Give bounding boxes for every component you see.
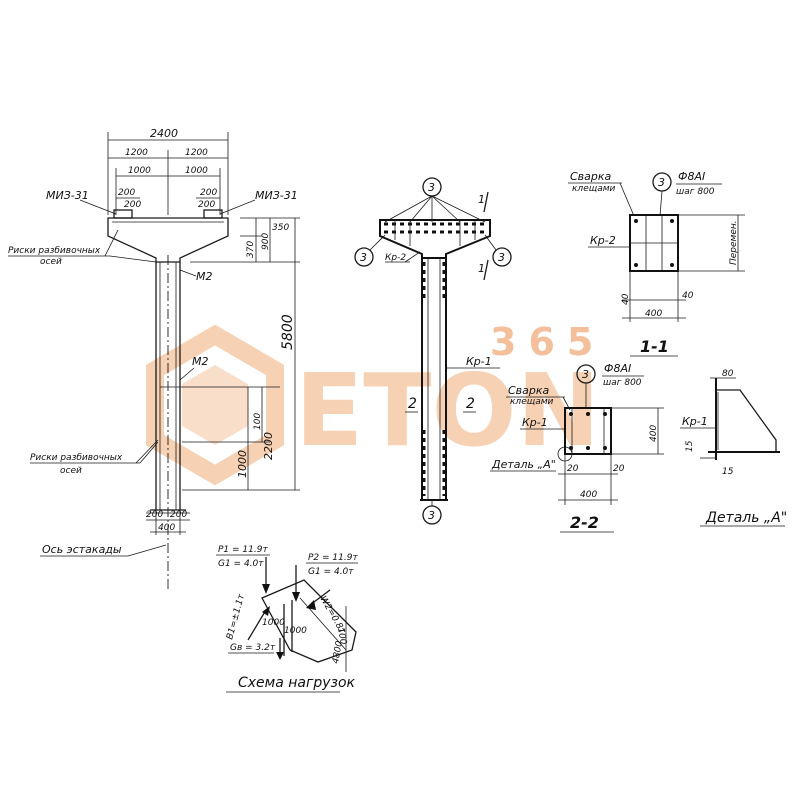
callout-3-right: 3 <box>498 251 505 264</box>
dim-20-b-22: 20 <box>613 464 625 474</box>
dim-370: 370 <box>246 241 256 258</box>
load-g2: G1 = 4.0т <box>308 567 354 577</box>
dim-1000-a-ls: 1000 <box>262 618 285 628</box>
column-elevation: 2400 1200 1200 1000 1000 200 200 200 200… <box>8 127 300 590</box>
dim-20-a-22: 20 <box>567 464 579 474</box>
dim-15-b-da: 15 <box>722 467 734 477</box>
bar-2-left: 2 <box>408 396 417 412</box>
dim-1000-left: 1000 <box>128 166 151 176</box>
load-scheme-title: Схема нагрузок <box>238 675 356 691</box>
detail-ref-22: Деталь „А" <box>491 458 556 471</box>
dim-100-ls: 100 <box>335 627 348 646</box>
load-p1: P1 = 11.9т <box>218 545 268 555</box>
load-gb: Gв = 3.2т <box>230 643 276 653</box>
kr1-label-22: Кр-1 <box>522 416 548 429</box>
side-note-11: Перемен. <box>729 220 739 265</box>
callout-3-22: 3 <box>582 368 589 381</box>
section-2-2: 3 Ф8АI шаг 800 Сварка клещами Кр-1 400 2… <box>490 362 664 533</box>
callout-3-left: 3 <box>360 251 367 264</box>
dim-400-v-22: 400 <box>649 425 659 442</box>
dim-80-da: 80 <box>722 369 734 379</box>
weld-label2-22: клещами <box>510 397 554 407</box>
kr1-label-da: Кр-1 <box>682 415 708 428</box>
dim-1200-right: 1200 <box>185 148 208 158</box>
watermark-brand: ETON <box>295 352 600 469</box>
section-mark-1-top: 1 <box>478 193 485 206</box>
dim-1000: 1000 <box>236 450 249 478</box>
dim-200-a: 200 <box>118 188 135 198</box>
bar-spec-11: Ф8АI <box>678 170 705 183</box>
dim-1200-left: 1200 <box>125 148 148 158</box>
watermark-logo-icon <box>146 324 284 486</box>
section-1-1: Сварка клещами 3 Ф8АI шаг 800 Кр-2 Перем… <box>568 170 745 357</box>
dim-base-200b: 200 <box>170 510 187 520</box>
detail-a: 80 Кр-1 15 15 Деталь „А" <box>680 369 787 527</box>
dim-1000-b-ls: 1000 <box>284 626 307 636</box>
rebar-cage: 3 3 3 Кр-2 1 1 Кр-1 2 2 3 <box>354 177 512 525</box>
load-scheme: P1 = 11.9т G1 = 4.0т P2 = 11.9т G1 = 4.0… <box>216 545 358 693</box>
weld-label-11: Сварка <box>570 170 612 183</box>
embed-right-label: МИЗ-31 <box>255 189 298 202</box>
marks-label-2: Риски разбивочных <box>30 453 123 463</box>
dim-400-11: 400 <box>645 309 662 319</box>
dim-900: 900 <box>261 233 271 250</box>
dim-40-a-11: 40 <box>621 293 631 305</box>
section-title-11: 1-1 <box>640 337 669 356</box>
bar-step-22: шаг 800 <box>603 378 642 388</box>
bar-spec-22: Ф8АI <box>604 362 631 375</box>
watermark-number: 365 <box>490 320 605 364</box>
dim-400-h-22: 400 <box>580 490 597 500</box>
kr1-label: Кр-1 <box>466 355 492 368</box>
bar-2-right: 2 <box>466 396 475 412</box>
bar-step-11: шаг 800 <box>676 187 715 197</box>
marks-label-2b: осей <box>60 466 82 476</box>
watermark: ETON 365 <box>146 320 605 486</box>
embed-left-label: МИЗ-31 <box>46 189 89 202</box>
dim-100: 100 <box>253 413 263 430</box>
weld-label-22: Сварка <box>508 384 550 397</box>
dim-40-b-11: 40 <box>682 291 694 301</box>
dim-350: 350 <box>272 223 289 233</box>
section-mark-1-bottom: 1 <box>478 262 485 275</box>
dim-4800-ls: 4800 <box>331 640 345 665</box>
load-p2: P2 = 11.9т <box>308 553 358 563</box>
axis-label: Ось эстакады <box>42 543 122 556</box>
weld-label2-11: клещами <box>572 184 616 194</box>
load-b: B1=±1.1т <box>225 593 247 641</box>
callout-3-bottom: 3 <box>428 509 435 522</box>
dim-base-200a: 200 <box>146 510 163 520</box>
marks-label-1: Риски разбивочных <box>8 246 101 256</box>
m2-lower: М2 <box>192 355 209 368</box>
dim-base-400: 400 <box>158 523 175 533</box>
dim-2200: 2200 <box>262 432 275 460</box>
marks-label-1b: осей <box>40 257 62 267</box>
dim-200-d: 200 <box>198 200 215 210</box>
dim-5800: 5800 <box>280 314 296 350</box>
callout-3-top: 3 <box>428 181 435 194</box>
dim-15-a-da: 15 <box>685 440 695 452</box>
kr2-label: Кр-2 <box>385 253 406 263</box>
callout-3-11: 3 <box>658 176 665 189</box>
kr2-label-11: Кр-2 <box>590 234 616 247</box>
m2-upper: М2 <box>196 270 213 283</box>
dim-2400: 2400 <box>150 127 178 140</box>
dim-200-c: 200 <box>200 188 217 198</box>
load-g1: G1 = 4.0т <box>218 559 264 569</box>
detail-title: Деталь „А" <box>705 510 787 526</box>
dim-1000-right: 1000 <box>185 166 208 176</box>
dim-200-b: 200 <box>124 200 141 210</box>
section-title-22: 2-2 <box>570 513 599 532</box>
